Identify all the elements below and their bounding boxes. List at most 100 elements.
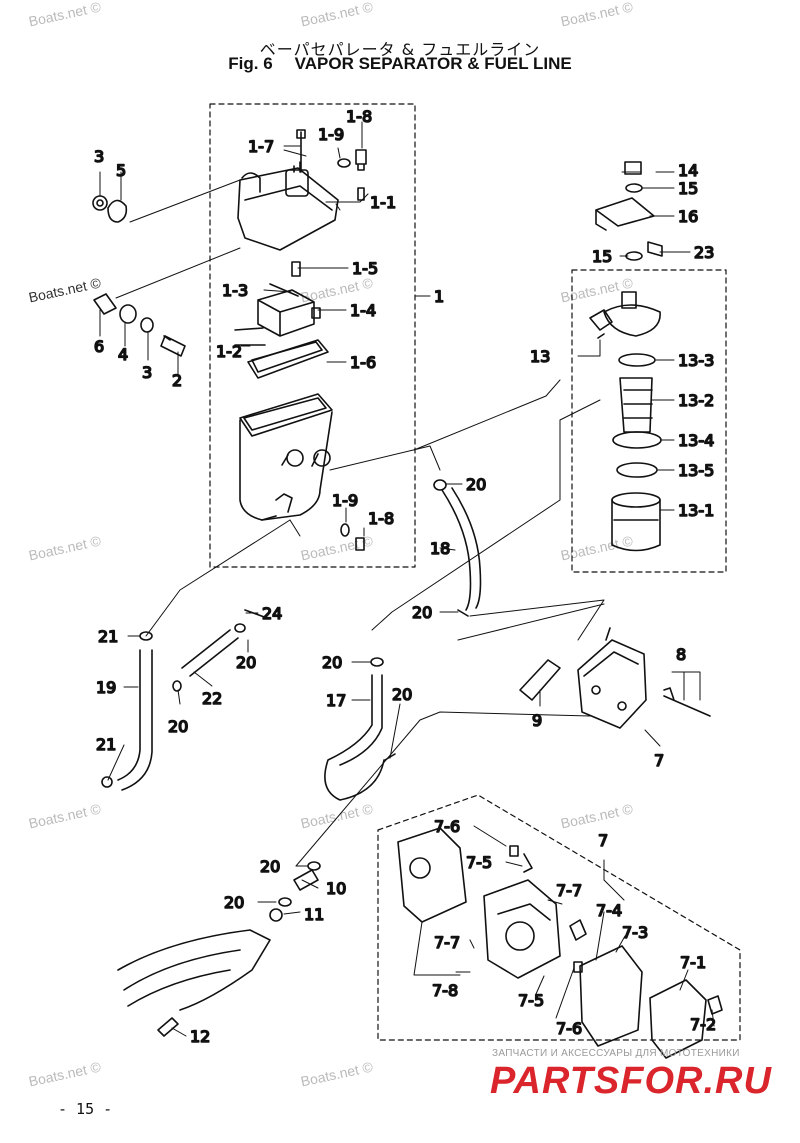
callout-19: 19 [96, 678, 116, 697]
float-1-2 [234, 289, 315, 346]
grommet-5 [107, 199, 128, 223]
callout-20-g: 20 [260, 857, 280, 876]
callout-7-5: 7-5 [466, 853, 492, 872]
bolt-23 [647, 241, 663, 257]
clip-20-c [234, 623, 246, 633]
bolt-8 [663, 687, 711, 717]
valve-7-5 [523, 853, 533, 873]
washer-1-9-lower [340, 523, 350, 537]
collar-6 [93, 293, 117, 315]
callout-7-8: 7-8 [432, 981, 458, 1000]
callout-7-5-lower: 7-5 [518, 991, 544, 1010]
screw-7-6 [509, 845, 519, 857]
callout-22: 22 [202, 689, 222, 708]
callout-20-c: 20 [236, 653, 256, 672]
clip-24 [244, 609, 268, 619]
bolt-2 [160, 335, 186, 357]
screw-1-7 [296, 129, 306, 173]
callout-8: 8 [676, 645, 686, 664]
o-ring-13-4 [612, 431, 662, 449]
hose-19 [117, 649, 153, 791]
connector-11 [269, 908, 283, 922]
gasket-1-6 [247, 339, 329, 379]
cup-13-1 [611, 492, 661, 552]
vapor-separator-cover-1-1 [237, 161, 339, 251]
collar-3-lower [140, 317, 154, 333]
pump-body [483, 879, 561, 979]
leader-lines [99, 121, 715, 1037]
callout-24: 24 [262, 604, 282, 623]
callout-1-3: 1-3 [222, 281, 248, 300]
callout-1-2: 1-2 [216, 342, 242, 361]
callout-20-b: 20 [412, 603, 432, 622]
callout-1-1: 1-1 [370, 193, 396, 212]
bracket-16 [595, 197, 655, 231]
callout-7: 7 [654, 751, 664, 770]
clip-20-b [457, 609, 469, 617]
callout-7-4: 7-4 [596, 901, 622, 920]
screw-1-1 [357, 187, 365, 201]
clip-20-h [278, 897, 292, 907]
pin-1-5 [291, 261, 301, 277]
group-box-vapor-separator [209, 103, 416, 568]
callout-20-d: 20 [168, 717, 188, 736]
callout-14: 14 [678, 161, 698, 180]
gasket-9 [519, 659, 561, 701]
cover-7-1 [649, 979, 707, 1059]
callout-20-a: 20 [466, 475, 486, 494]
callout-7-7-lower: 7-7 [434, 933, 460, 952]
callout-7-2: 7-2 [690, 1015, 716, 1034]
callout-7-7: 7-7 [556, 881, 582, 900]
clip-20-d [172, 680, 182, 692]
connector-12 [157, 1017, 179, 1037]
callout-13: 13 [530, 347, 550, 366]
callout-1-5: 1-5 [352, 259, 378, 278]
callout-7-6-lower: 7-6 [556, 1019, 582, 1038]
callout-16: 16 [678, 207, 698, 226]
callout-20-f: 20 [392, 685, 412, 704]
callout-13-3: 13-3 [678, 351, 714, 370]
o-ring-13-3 [618, 353, 656, 367]
washer-1-9 [337, 158, 351, 168]
callout-11: 11 [304, 905, 324, 924]
callout-20-e: 20 [322, 653, 342, 672]
callout-1-9: 1-9 [318, 125, 344, 144]
figure-title: VAPOR SEPARATOR & FUEL LINE [294, 54, 572, 73]
clip-21-b [101, 776, 113, 788]
page-number: - 15 - [58, 1100, 113, 1118]
pin-1-3 [269, 283, 299, 297]
clip-20-e [370, 657, 384, 667]
fuel-pump-7 [577, 627, 647, 729]
promo-tagline: ЗАПЧАСТИ И АКСЕССУАРЫ ДЛЯ МОТОТЕХНИКИ [492, 1048, 740, 1059]
callout-1-6: 1-6 [350, 353, 376, 372]
callout-1-8-lower: 1-8 [368, 509, 394, 528]
clip-20-g [307, 861, 321, 871]
callout-15: 15 [678, 179, 698, 198]
callout-7-1: 7-1 [680, 953, 706, 972]
callout-20-h: 20 [224, 893, 244, 912]
callout-1-4: 1-4 [350, 301, 376, 320]
clip-20-a [433, 479, 447, 491]
pump-cover-7-8 [397, 827, 467, 923]
washer-15 [625, 183, 643, 193]
grommet-4 [119, 304, 137, 324]
callout-13-5: 13-5 [678, 461, 714, 480]
diaphragm-7-3 [579, 945, 643, 1047]
element-13-2 [619, 377, 653, 433]
callout-17: 17 [326, 691, 346, 710]
screw-1-4 [311, 307, 321, 319]
callout-7-group: 7 [598, 831, 608, 850]
callout-21-lower: 21 [96, 735, 116, 754]
callout-21: 21 [98, 627, 118, 646]
plug-1-8-lower [355, 537, 365, 551]
callout-13-2: 13-2 [678, 391, 714, 410]
callout-2: 2 [172, 371, 182, 390]
callout-10: 10 [326, 879, 346, 898]
callout-23: 23 [694, 243, 714, 262]
hose-18 [441, 487, 482, 611]
valve-7-7 [569, 919, 587, 941]
callout-7-6: 7-6 [434, 817, 460, 836]
